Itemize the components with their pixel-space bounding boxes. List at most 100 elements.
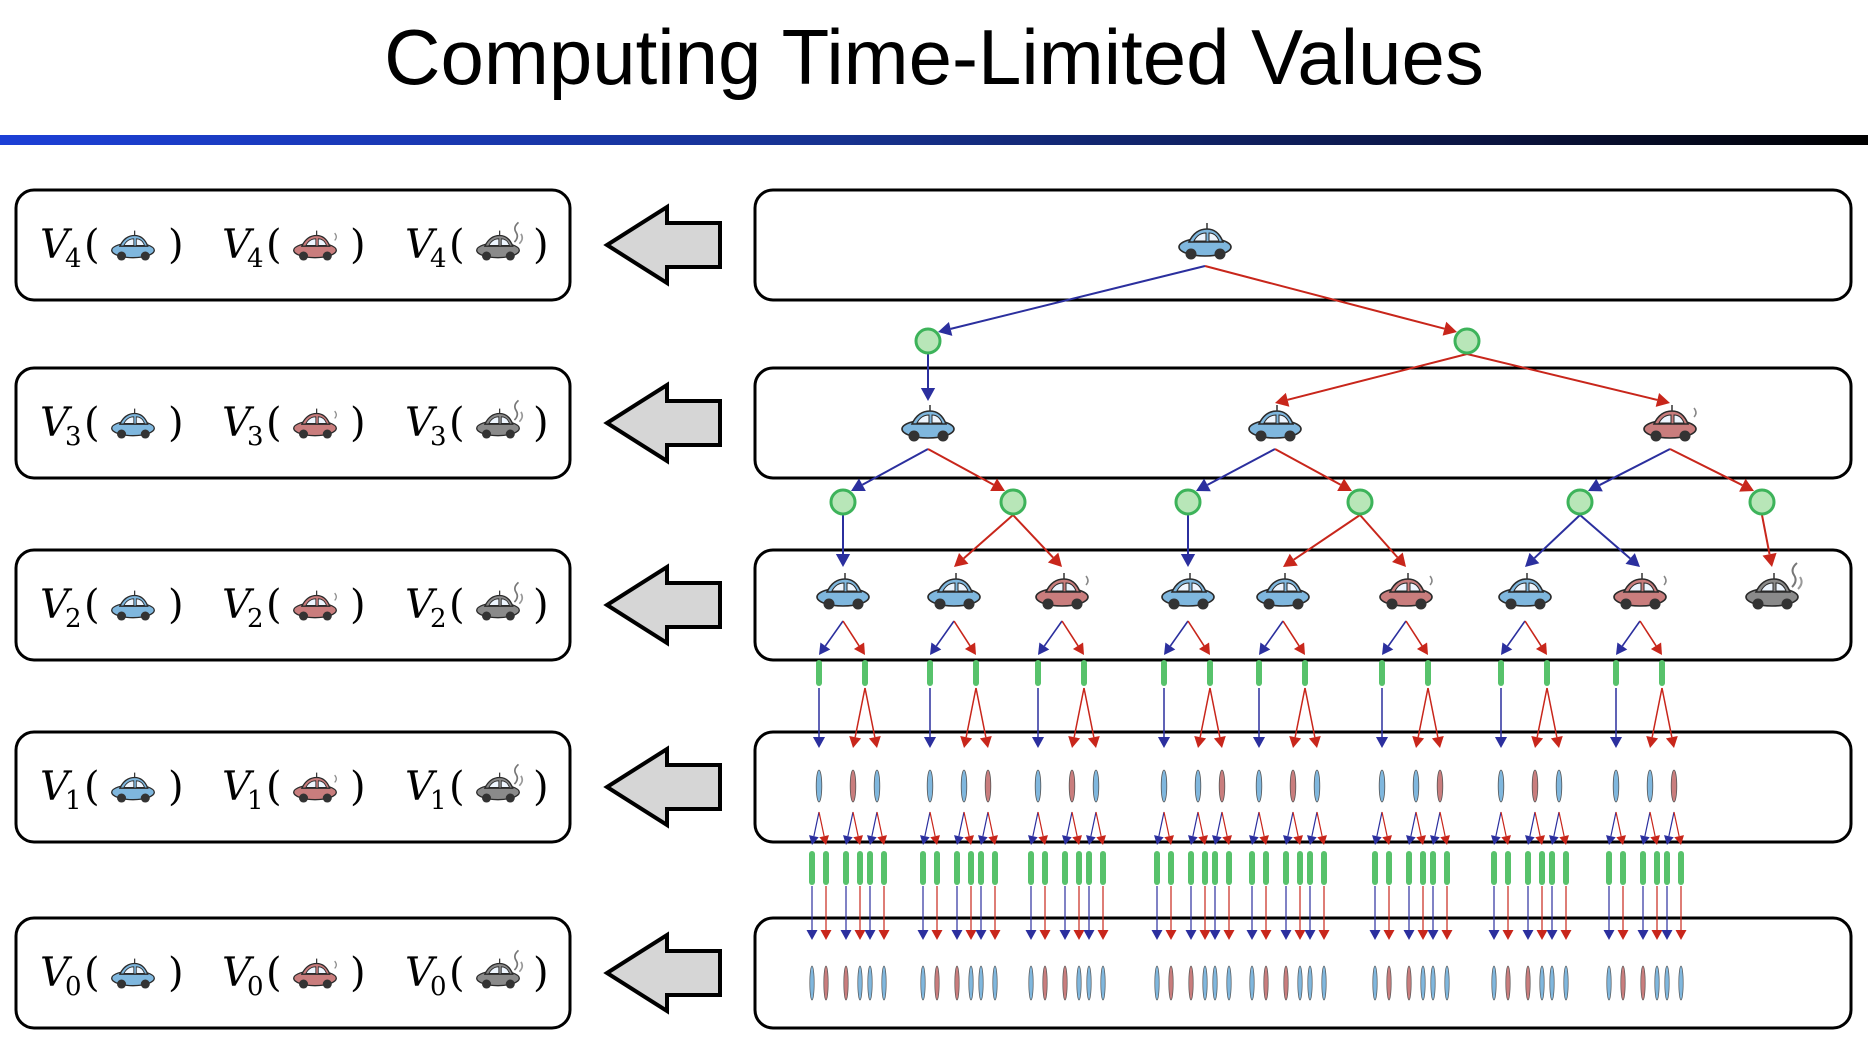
blue-car-icon	[1555, 769, 1563, 803]
blue-car-icon	[1086, 965, 1092, 1001]
slow-outcome-arrow	[1151, 886, 1163, 940]
value-symbol: V	[40, 222, 73, 268]
blue-car-icon	[867, 965, 873, 1001]
gray-smoking-car-icon	[476, 581, 524, 621]
slow-outcome-arrow	[1252, 688, 1266, 748]
fast-action-arrow	[1524, 620, 1547, 655]
blue-car-icon	[992, 965, 998, 1001]
green-circle-icon	[1425, 660, 1431, 686]
fast-action-arrow	[1197, 811, 1208, 845]
fast-outcome-arrow	[1039, 886, 1051, 940]
green-circle-icon	[1544, 660, 1550, 686]
green-circle-icon	[1028, 851, 1034, 885]
green-circle-icon	[1161, 660, 1167, 686]
left-arrow-icon	[603, 203, 722, 287]
fast-action-arrow	[1615, 811, 1626, 845]
blue-car-icon	[111, 958, 155, 989]
slow-outcome-arrow	[1522, 886, 1534, 940]
gray-smoking-car-icon	[476, 221, 524, 261]
close-paren: )	[350, 222, 366, 268]
slow-outcome-arrow	[1494, 688, 1508, 748]
green-circle-icon	[1549, 851, 1555, 885]
blue-car-icon	[1160, 769, 1168, 803]
value-subscript: 4	[247, 244, 264, 274]
tree-level-box	[753, 548, 1853, 662]
red-car-icon	[293, 230, 337, 261]
fast-outcome-arrow	[1675, 886, 1687, 940]
blue-car-icon	[1491, 965, 1497, 1001]
fast-outcome-arrow	[1289, 687, 1306, 748]
value-symbol: V	[40, 764, 73, 810]
blue-car-icon	[1549, 965, 1555, 1001]
green-circle-icon	[1420, 851, 1426, 885]
slow-action-arrow	[1525, 811, 1536, 845]
fast-action-arrow	[1415, 811, 1426, 845]
blue-car-icon	[1092, 769, 1100, 803]
backup-arrows	[603, 203, 722, 1015]
blue-car-icon	[1563, 965, 1569, 1001]
green-circle-icon	[1302, 660, 1308, 686]
green-circle-icon	[1566, 488, 1594, 516]
left-arrow-icon	[603, 745, 722, 829]
value-box-0: V0()V0()V0()	[14, 916, 572, 1030]
blue-car-icon	[1248, 405, 1302, 442]
slow-action-arrow	[1196, 448, 1276, 492]
slow-outcome-arrow	[1180, 515, 1196, 567]
green-circle-icon	[1154, 851, 1160, 885]
value-subscript: 3	[430, 422, 447, 452]
blue-car-icon	[1539, 965, 1545, 1001]
slow-action-arrow	[1588, 448, 1671, 492]
gray-smoking-car-icon	[476, 399, 524, 439]
fast-outcome-arrow	[965, 886, 977, 940]
fast-outcome-arrow	[960, 687, 977, 748]
blue-car-icon	[1178, 223, 1232, 260]
fast-outcome-arrow	[1275, 353, 1468, 407]
fast-outcome-arrow	[1560, 886, 1572, 940]
slow-outcome-arrow	[806, 886, 818, 940]
fast-outcome-arrow	[1412, 687, 1429, 748]
slow-outcome-arrow	[812, 688, 826, 748]
blue-car-icon	[111, 772, 155, 803]
open-paren: (	[449, 950, 465, 996]
fast-action-arrow	[1500, 811, 1511, 845]
slow-outcome-arrow	[1637, 886, 1649, 940]
fast-outcome-arrow	[854, 886, 866, 940]
green-circle-icon	[1081, 660, 1087, 686]
red-car-icon	[1263, 965, 1269, 1001]
value-symbol: V	[222, 400, 255, 446]
slow-outcome-arrow	[1375, 688, 1389, 748]
open-paren: (	[449, 400, 465, 446]
red-car-icon	[1386, 965, 1392, 1001]
left-arrow-icon	[603, 563, 722, 647]
value-subscript: 1	[247, 786, 264, 816]
blue-car-icon	[901, 405, 955, 442]
close-paren: )	[533, 400, 549, 446]
value-symbol: V	[222, 950, 255, 996]
tree-level-box	[753, 730, 1853, 844]
tree-level-box	[753, 366, 1853, 480]
blue-car-icon	[1256, 573, 1310, 610]
slow-action-arrow	[1038, 620, 1063, 655]
value-symbol: V	[405, 764, 438, 810]
value-subscript: 2	[430, 604, 447, 634]
gray-smoking-car-icon	[476, 763, 524, 803]
fast-outcome-arrow	[1546, 687, 1563, 748]
red-car-icon	[1035, 573, 1089, 610]
blue-car-icon	[978, 965, 984, 1001]
blue-car-icon	[1313, 769, 1321, 803]
fast-action-arrow	[818, 811, 829, 845]
slow-outcome-arrow	[951, 886, 963, 940]
fast-action-arrow	[1037, 811, 1048, 845]
fast-action-arrow	[1639, 620, 1662, 655]
blue-car-icon	[881, 965, 887, 1001]
blue-car-icon	[1654, 965, 1660, 1001]
red-car-icon	[293, 408, 337, 439]
fast-action-arrow	[1274, 448, 1352, 492]
slow-action-arrow	[1283, 811, 1294, 845]
fast-outcome-arrow	[1661, 687, 1678, 748]
slow-action-arrow	[1664, 811, 1675, 845]
green-circle-icon	[927, 660, 933, 686]
open-paren: (	[84, 950, 100, 996]
green-circle-icon	[1659, 660, 1665, 686]
